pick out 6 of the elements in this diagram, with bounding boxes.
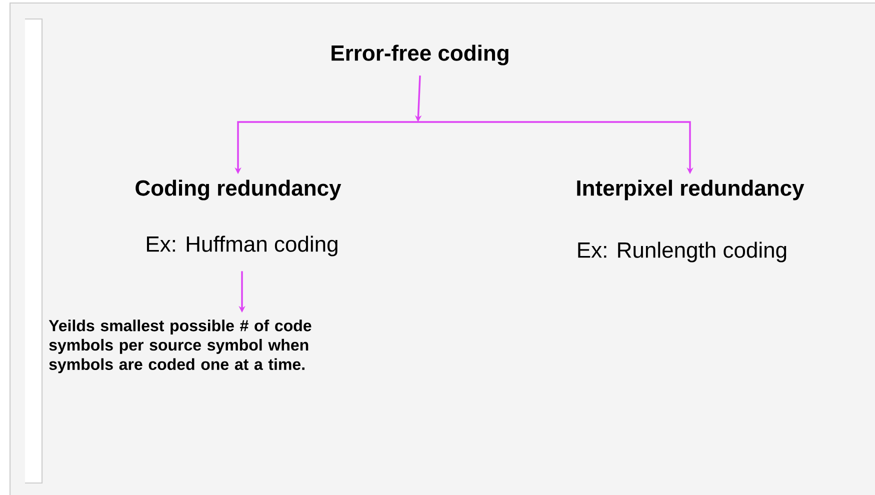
example-text: Ex: Huffman coding bbox=[147, 236, 338, 256]
title: Error-free coding bbox=[332, 44, 508, 66]
note-text: Yeilds smallest possible # of code symbols per source symbol when symbols are coded one at a time. bbox=[48, 320, 312, 374]
example-text: Ex: Runlength coding bbox=[578, 242, 786, 262]
heading-text: Interpixel redundancy bbox=[577, 180, 804, 200]
heading-text: Coding redundancy bbox=[136, 180, 342, 200]
